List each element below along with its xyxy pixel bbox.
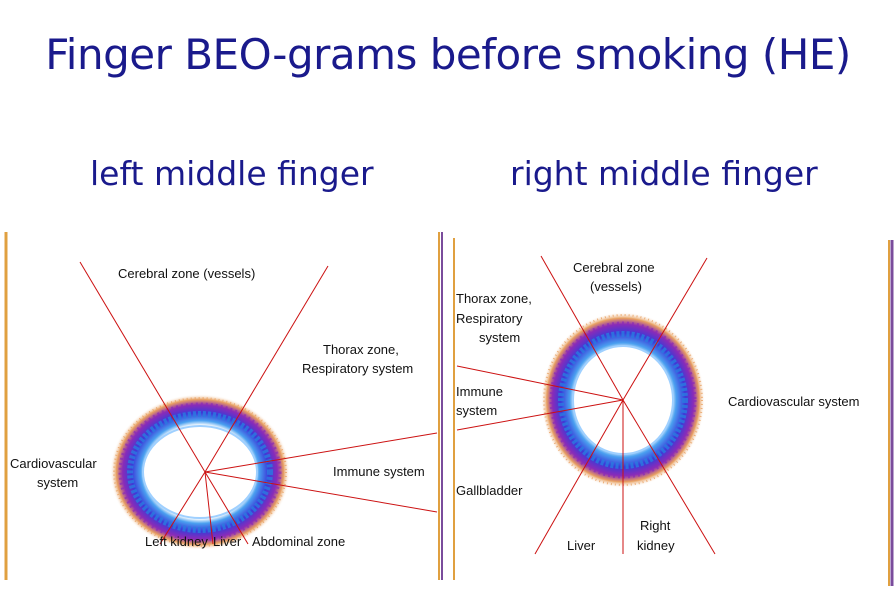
left-label-thorax-zone: Thorax zone,	[323, 342, 399, 357]
left-finger-heading: left middle finger	[90, 154, 374, 193]
left-label-left-kidney: Left kidney	[145, 534, 208, 549]
left-glow-ring	[110, 394, 290, 550]
right-label-respiratory: Respiratory	[456, 311, 523, 326]
left-label-cardiovascular: Cardiovascular	[10, 456, 97, 471]
right-label-gallbladder: Gallbladder	[456, 483, 523, 498]
right-label-immune-system: system	[456, 403, 497, 418]
left-label-abdominal-zone: Abdominal zone	[252, 534, 345, 549]
right-label-cardiovascular-system: Cardiovascular system	[728, 394, 860, 409]
left-sector-lines	[79, 261, 438, 545]
page-title: Finger BEO-grams before smoking (HE)	[45, 30, 851, 79]
left-label-cerebral-zone: Cerebral zone (vessels)	[118, 266, 255, 281]
right-label-right: Right	[640, 518, 671, 533]
right-label-immune: Immune	[456, 384, 503, 399]
left-beogram-panel: Cerebral zone (vessels) Thorax zone, Res…	[4, 232, 443, 580]
left-label-immune-system: Immune system	[333, 464, 425, 479]
right-sector-lines	[456, 255, 716, 555]
right-label-cerebral-vessels: (vessels)	[590, 279, 642, 294]
right-label-right-kidney: kidney	[637, 538, 675, 553]
left-label-cardiovascular-system: system	[37, 475, 78, 490]
right-label-liver: Liver	[567, 538, 596, 553]
left-label-respiratory-system: Respiratory system	[302, 361, 413, 376]
left-label-liver: Liver	[213, 534, 242, 549]
right-beogram-panel: Cerebral zone (vessels) Thorax zone, Res…	[453, 238, 894, 586]
right-label-cerebral-zone: Cerebral zone	[573, 260, 655, 275]
right-label-thorax-zone: Thorax zone,	[456, 291, 532, 306]
right-label-respiratory-system: system	[479, 330, 520, 345]
right-finger-heading: right middle finger	[510, 154, 818, 193]
